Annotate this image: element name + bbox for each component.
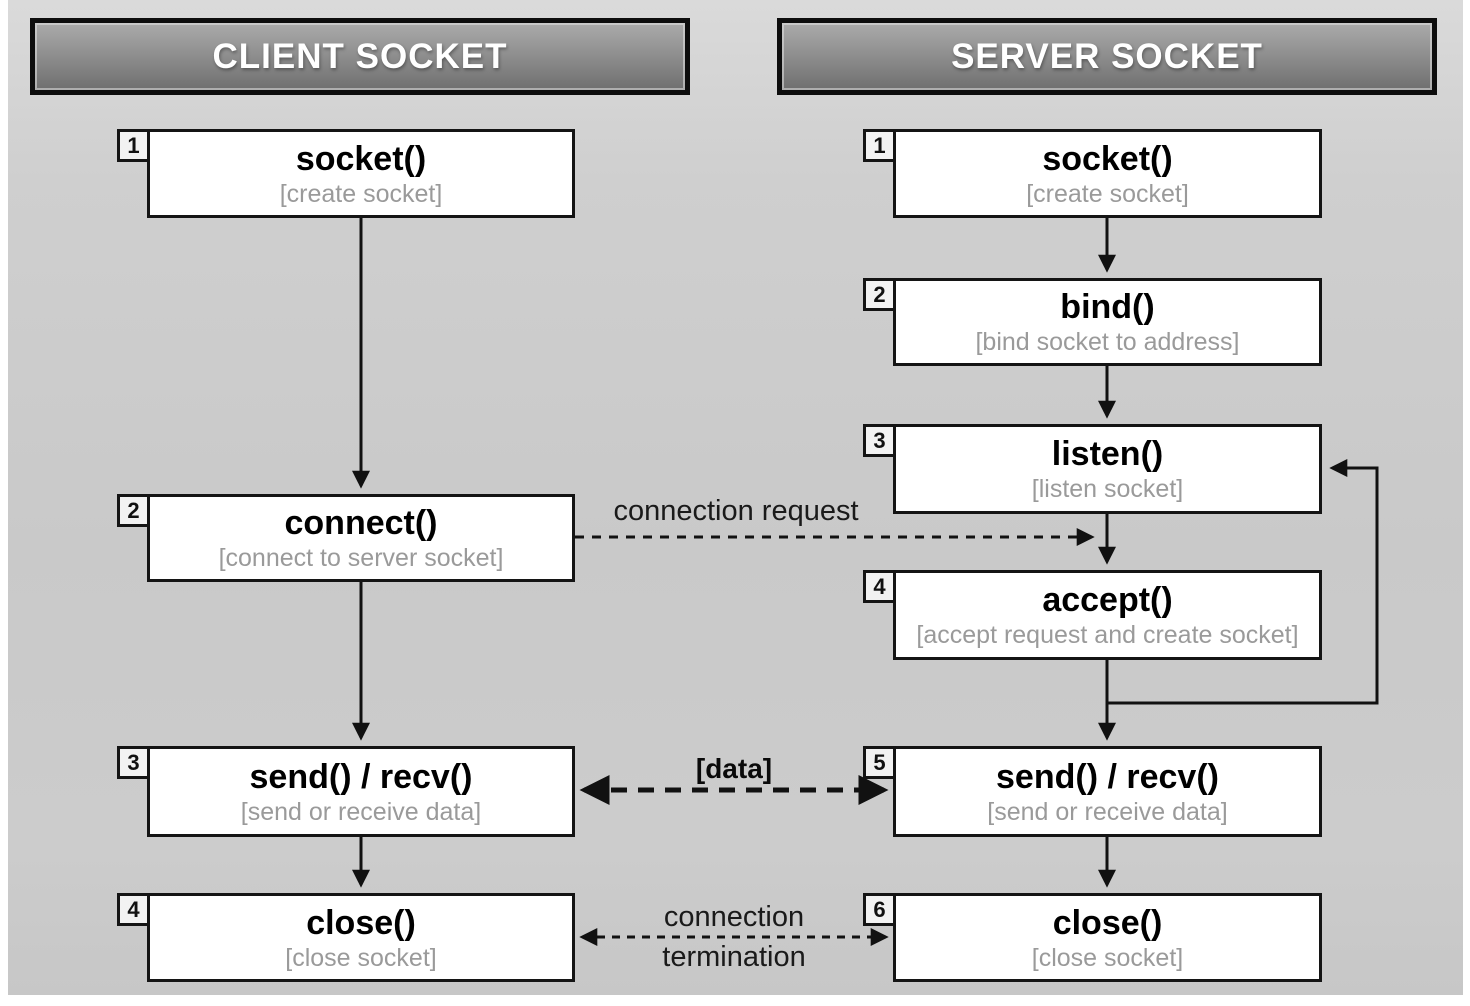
node-title: socket() bbox=[295, 139, 427, 178]
client-header-label: CLIENT SOCKET bbox=[212, 36, 508, 76]
server-socket-header: SERVER SOCKET bbox=[777, 18, 1437, 95]
step-number-tab: 4 bbox=[863, 570, 896, 603]
node-subtitle: [close socket] bbox=[285, 943, 437, 972]
node-subtitle: [accept request and create socket] bbox=[916, 621, 1299, 649]
node-client-connect: 2 connect() [connect to server socket] bbox=[117, 494, 575, 582]
node-server-send-recv: 5 send() / recv() [send or receive data] bbox=[863, 746, 1322, 837]
node-server-listen: 3 listen() [listen socket] bbox=[863, 424, 1322, 514]
node-title: close() bbox=[306, 903, 416, 942]
node-title: send() / recv() bbox=[996, 757, 1219, 796]
step-number-tab: 3 bbox=[863, 424, 896, 457]
node-title: close() bbox=[1052, 903, 1163, 942]
node-subtitle: [create socket] bbox=[279, 179, 443, 208]
node-server-bind: 2 bind() [bind socket to address] bbox=[863, 278, 1322, 366]
step-number-tab: 6 bbox=[863, 893, 896, 926]
node-title: send() / recv() bbox=[249, 757, 473, 796]
node-client-close: 4 close() [close socket] bbox=[117, 893, 575, 982]
node-subtitle: [connect to server socket] bbox=[218, 544, 504, 572]
node-subtitle: [send or receive data] bbox=[987, 797, 1228, 826]
node-title: listen() bbox=[1051, 435, 1164, 473]
node-subtitle: [send or receive data] bbox=[240, 797, 482, 826]
step-number-tab: 1 bbox=[863, 129, 896, 162]
node-title: socket() bbox=[1042, 139, 1173, 178]
node-server-accept: 4 accept() [accept request and create so… bbox=[863, 570, 1322, 660]
step-number-tab: 4 bbox=[117, 893, 150, 926]
node-title: connect() bbox=[284, 504, 438, 542]
client-socket-header: CLIENT SOCKET bbox=[30, 18, 690, 95]
node-title: bind() bbox=[1060, 288, 1155, 326]
step-number-tab: 3 bbox=[117, 746, 150, 779]
step-number-tab: 2 bbox=[863, 278, 896, 311]
node-subtitle: [listen socket] bbox=[1031, 475, 1184, 503]
node-client-send-recv: 3 send() / recv() [send or receive data] bbox=[117, 746, 575, 837]
node-server-socket: 1 socket() [create socket] bbox=[863, 129, 1322, 218]
node-subtitle: [close socket] bbox=[1031, 943, 1184, 972]
step-number-tab: 2 bbox=[117, 494, 150, 527]
server-header-label: SERVER SOCKET bbox=[951, 36, 1263, 76]
node-title: accept() bbox=[1042, 581, 1173, 619]
node-subtitle: [bind socket to address] bbox=[975, 328, 1240, 356]
node-server-close: 6 close() [close socket] bbox=[863, 893, 1322, 982]
node-client-socket: 1 socket() [create socket] bbox=[117, 129, 575, 218]
step-number-tab: 5 bbox=[863, 746, 896, 779]
step-number-tab: 1 bbox=[117, 129, 150, 162]
node-subtitle: [create socket] bbox=[1026, 179, 1189, 208]
